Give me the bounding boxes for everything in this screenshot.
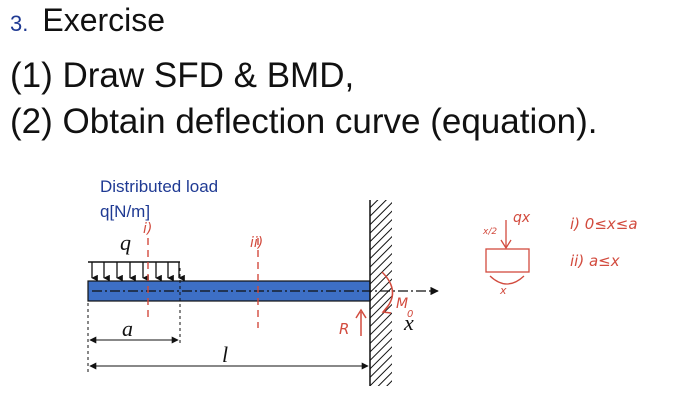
moment-M-label: M [396,296,408,312]
case-ii-note: ii) a≤x [570,252,620,270]
section-ii-label: ii) [250,235,263,251]
dimension-a-label: a [122,316,133,341]
case-i-note: i) 0≤x≤a [570,215,638,233]
reaction-arrow [355,308,367,336]
dimension-a [87,268,181,372]
dimension-l-label: l [222,342,228,367]
heading-number: 3. [10,11,29,36]
heading-title: Exercise [42,2,166,38]
fbd-length-label: x [499,284,507,297]
moment-arrow [381,271,394,314]
load-unit: q[N/m] [100,202,150,221]
task-1: (1) Draw SFD & BMD, [10,56,355,95]
reaction-R-label: R [339,320,349,338]
moment-sub-label: 0 [407,309,413,320]
section-cuts [147,238,259,328]
distributed-load-arrows [88,261,185,282]
section-i-label: i) [143,221,152,237]
axis-x-label: x [403,310,414,335]
fixed-wall [370,200,392,386]
fbd-arm-label: x/2 [482,227,497,237]
fbd-force-label: qx [513,210,531,226]
free-body-sketch [485,220,530,285]
load-label: Distributed load [100,177,218,196]
task-2: (2) Obtain deflection curve (equation). [10,102,598,141]
load-symbol: q [120,230,131,255]
slide-heading: 3. Exercise [10,2,165,39]
